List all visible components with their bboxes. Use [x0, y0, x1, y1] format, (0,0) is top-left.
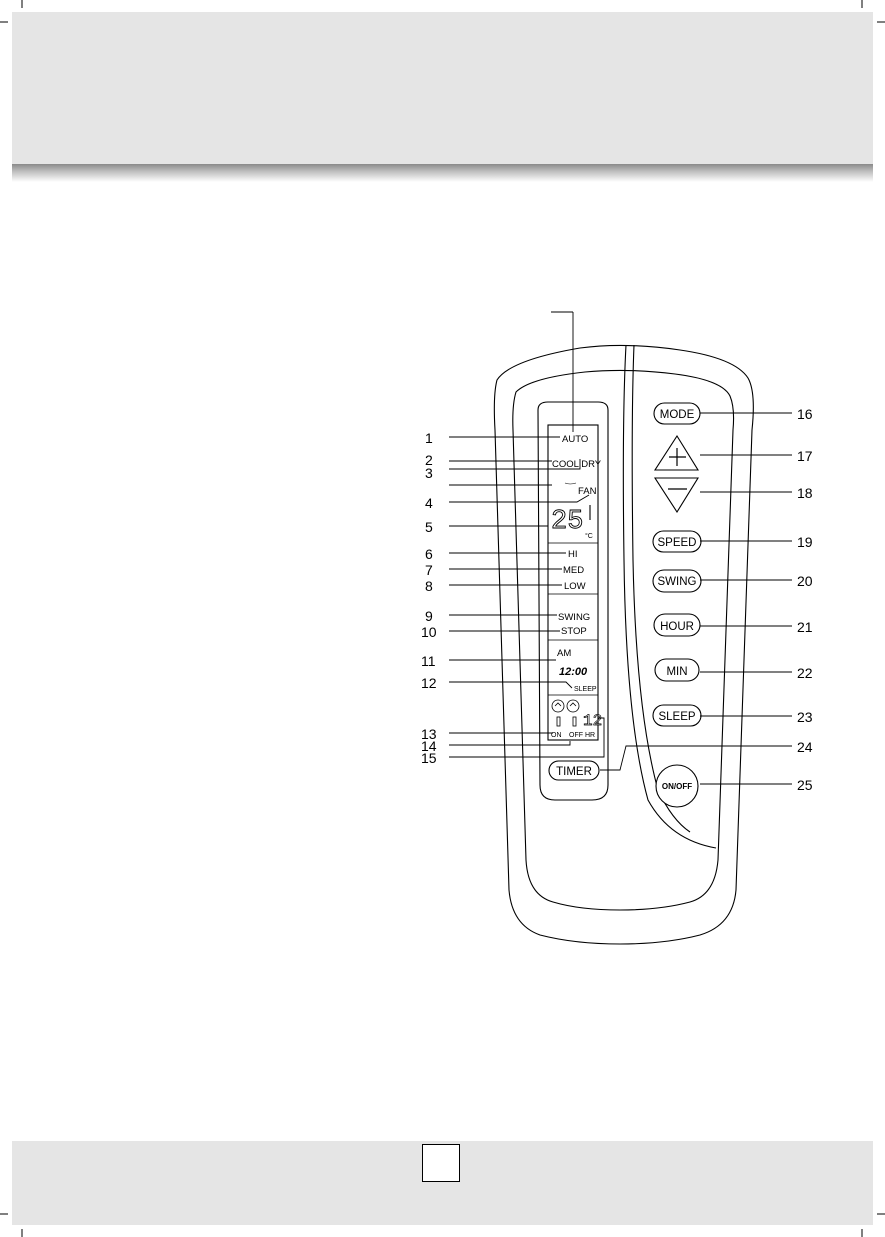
lcd-temperature-unit: °C	[585, 532, 593, 540]
remote-body	[494, 345, 753, 944]
callout-17: 17	[797, 448, 813, 464]
swing-button[interactable]: SWING	[653, 570, 701, 592]
callout-12: 12	[421, 675, 437, 691]
mode-button[interactable]: MODE	[654, 403, 700, 424]
lcd-cool-dry: COOL DRY	[552, 459, 602, 470]
sleep-button-label: SLEEP	[658, 711, 695, 723]
hour-button[interactable]: HOUR	[654, 614, 700, 636]
callout-24: 24	[797, 739, 813, 755]
timer-button[interactable]: TIMER	[549, 761, 599, 780]
lcd-clock: 12:00	[559, 666, 588, 678]
temperature-up-button[interactable]	[655, 436, 698, 470]
callout-8: 8	[425, 578, 433, 594]
callout-18: 18	[797, 485, 813, 501]
lcd-med: MED	[563, 565, 584, 576]
hour-button-label: HOUR	[660, 621, 694, 633]
callout-4: 4	[425, 495, 433, 511]
speed-button-label: SPEED	[658, 537, 697, 549]
callout-16: 16	[797, 406, 813, 422]
temperature-down-button[interactable]	[655, 478, 698, 512]
callout-3: 3	[425, 465, 433, 481]
lcd-fan: FAN	[578, 486, 597, 497]
lcd-low: LOW	[564, 581, 586, 592]
lcd-panel: AUTO COOL DRY FAN 25 °C HI MED LOW SWING…	[548, 425, 602, 740]
callout-23: 23	[797, 709, 813, 725]
min-button[interactable]: MIN	[655, 659, 699, 681]
callout-numbers: 1 2 3 4 5 6 7 8 9 10 11 12 13 14 15 16 1…	[421, 406, 813, 793]
lcd-temperature-digits: 25	[551, 507, 583, 537]
callout-22: 22	[797, 665, 813, 681]
callout-7: 7	[425, 562, 433, 578]
lcd-stop: STOP	[561, 626, 587, 637]
callout-5: 5	[425, 519, 433, 535]
callout-10: 10	[421, 624, 437, 640]
lcd-sleep: SLEEP	[574, 686, 597, 693]
mode-button-label: MODE	[660, 409, 695, 421]
lcd-swing: SWING	[558, 612, 590, 623]
lcd-hr: HR	[585, 732, 595, 739]
lcd-hi: HI	[568, 549, 578, 560]
callout-15: 15	[421, 750, 437, 766]
callout-11: 11	[421, 653, 436, 669]
callout-25: 25	[797, 777, 813, 793]
timer-clock-icons	[552, 700, 579, 726]
speed-button[interactable]: SPEED	[653, 531, 701, 552]
min-button-label: MIN	[666, 666, 687, 678]
callout-6: 6	[425, 546, 433, 562]
callout-9: 9	[425, 608, 433, 624]
on-off-button-label: ON/OFF	[662, 782, 692, 791]
lcd-timer-digits: 12	[583, 712, 602, 730]
sleep-button[interactable]: SLEEP	[653, 705, 701, 726]
callout-1: 1	[425, 430, 433, 446]
callout-20: 20	[797, 573, 813, 589]
leader-lines	[449, 312, 792, 784]
timer-button-label: TIMER	[556, 766, 592, 778]
swing-button-label: SWING	[658, 576, 697, 588]
lcd-off: OFF	[569, 732, 583, 739]
on-off-button[interactable]: ON/OFF	[656, 765, 698, 807]
lcd-auto: AUTO	[562, 434, 588, 445]
callout-21: 21	[797, 619, 813, 635]
lcd-am: AM	[557, 648, 571, 659]
callout-19: 19	[797, 534, 813, 550]
